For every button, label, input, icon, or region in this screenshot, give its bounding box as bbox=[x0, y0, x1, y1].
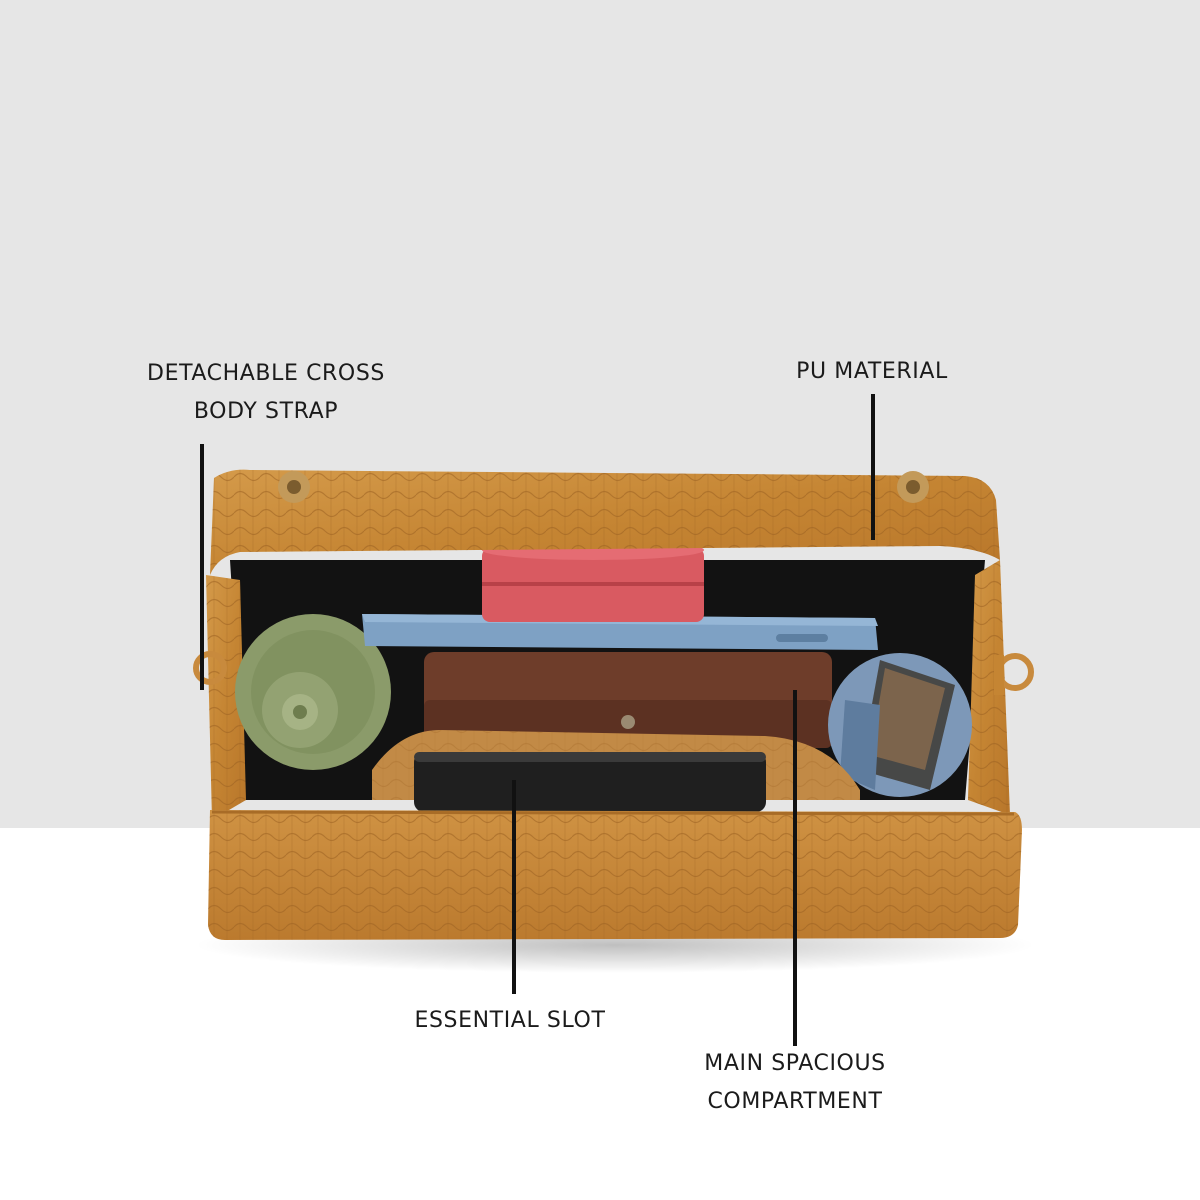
main-compartment-label-line1: MAIN SPACIOUS bbox=[704, 1051, 886, 1076]
material-label: PU MATERIAL bbox=[796, 359, 948, 384]
main-compartment-leader-line bbox=[793, 690, 797, 1046]
main-compartment-label: MAIN SPACIOUS COMPARTMENT bbox=[672, 1045, 918, 1121]
strap-label-line1: DETACHABLE CROSS bbox=[147, 361, 385, 386]
strap-leader-line bbox=[200, 444, 204, 690]
strap-label: DETACHABLE CROSS BODY STRAP bbox=[120, 355, 412, 431]
black-power-bank bbox=[414, 752, 766, 812]
material-leader-line bbox=[871, 394, 875, 540]
essential-slot-leader-line bbox=[512, 780, 516, 994]
strap-label-line2: BODY STRAP bbox=[193, 399, 339, 424]
essential-slot-label: ESSENTIAL SLOT bbox=[414, 1008, 606, 1033]
main-compartment-label-line2: COMPARTMENT bbox=[707, 1089, 883, 1114]
left-strap-ring bbox=[193, 651, 227, 685]
